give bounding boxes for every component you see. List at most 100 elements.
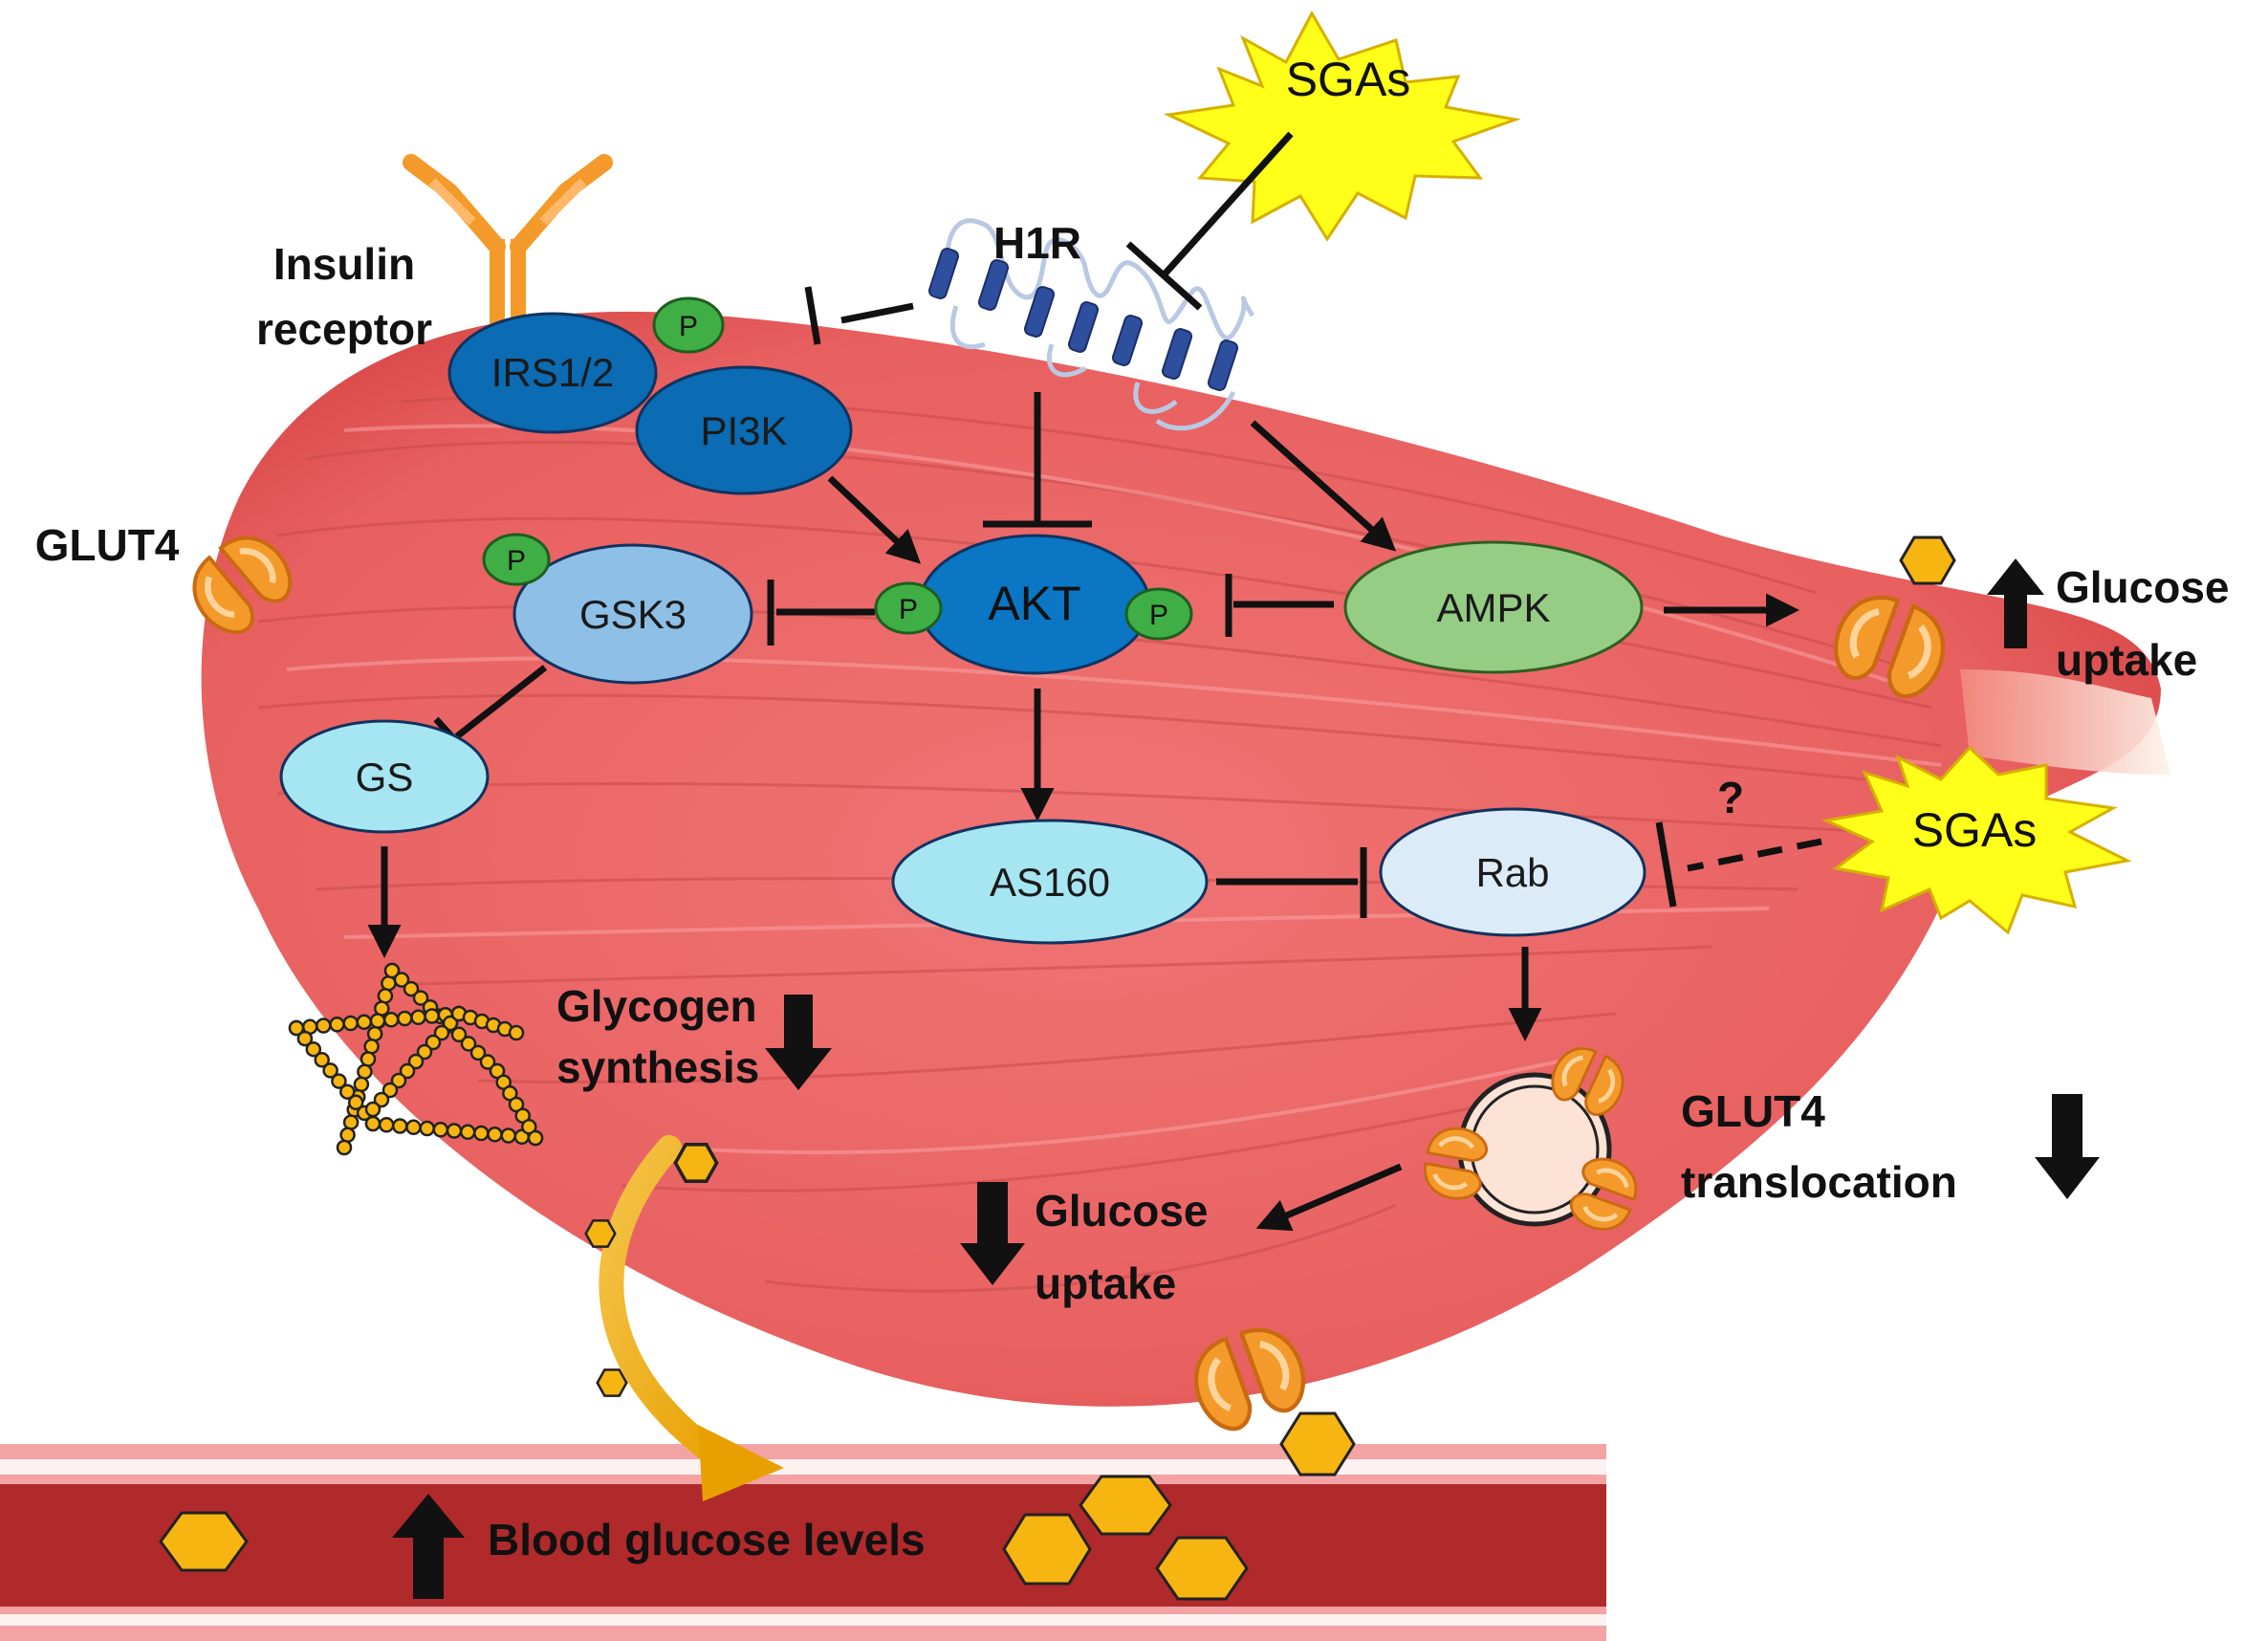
glycogen-bead: [305, 1040, 322, 1058]
glycogen-bead: [487, 1127, 503, 1143]
starburst-icon: [1821, 745, 2132, 935]
glycogen-bead: [527, 1129, 544, 1147]
insulin-receptor-icon: [403, 154, 613, 325]
glycogen-bead: [390, 1072, 407, 1089]
glycogen-bead: [425, 1034, 442, 1051]
glycogen-bead: [322, 1062, 338, 1079]
inhibit-sgas-rab-dashed: [1687, 838, 1822, 872]
glycogen-bead: [469, 1044, 487, 1061]
glucose-hexagon-icon: [1899, 536, 1956, 585]
phospho-akt-left: P: [874, 581, 943, 635]
inhibit-h1r-irs-bar: [804, 286, 821, 345]
insulin-receptor-label-line1: Insulin: [273, 239, 415, 289]
glucose-uptake-down-line2: uptake: [1035, 1258, 1176, 1308]
glycogen-bead: [363, 1039, 380, 1055]
glycogen-bead: [364, 1101, 382, 1118]
glycogen-bead: [410, 1009, 426, 1026]
glycogen-bead: [377, 988, 394, 1004]
node-rab: Rab: [1379, 807, 1646, 937]
glycogen-bead: [403, 980, 420, 997]
glycogen-bead: [288, 1019, 305, 1037]
node-ampk: AMPK: [1343, 540, 1644, 674]
glycogen-bead: [339, 1127, 356, 1144]
glycogen-bead: [316, 1017, 332, 1034]
glycogen-bead: [360, 1051, 377, 1067]
glycogen-bead: [353, 1076, 370, 1093]
glucose-uptake-down-arrow: [960, 1182, 1025, 1285]
svg-text:AKT: AKT: [988, 577, 1080, 630]
pathway-arrows: [367, 131, 1822, 1232]
svg-text:P: P: [899, 594, 918, 625]
insulin-receptor-label-line2: receptor: [256, 304, 432, 354]
glycogen-bead: [412, 990, 429, 1006]
glucose-hexagon-icon: [1155, 1536, 1249, 1601]
inhibit-sgas-h1r: [1159, 131, 1294, 280]
glycogen-bead: [381, 974, 397, 992]
glycogen-bead: [479, 1054, 496, 1070]
svg-text:IRS1/2: IRS1/2: [491, 350, 614, 395]
blood-vessel: [0, 1444, 1606, 1641]
blood-glucose-label: Blood glucose levels: [488, 1515, 926, 1564]
node-irs: IRS1/2: [447, 312, 658, 434]
glycogen-bead: [356, 1014, 373, 1031]
sgas-top-starburst: [1163, 10, 1521, 242]
glut4-left-label: GLUT4: [35, 520, 180, 570]
svg-text:P: P: [679, 311, 698, 342]
sgas-top-label: SGAs: [1286, 53, 1411, 106]
glucose-hexagon-icon: [673, 1143, 719, 1183]
glycogen-bead: [407, 1053, 425, 1070]
glycogen-bead: [500, 1127, 516, 1144]
blood-glucose-molecules: [159, 1475, 1249, 1601]
glycogen-bead: [450, 1026, 468, 1043]
sgas-right-starburst: [1821, 745, 2132, 935]
h1r-label: H1R: [993, 218, 1081, 268]
glucose-hexagon-icon: [1079, 1475, 1172, 1536]
node-akt: AKT: [918, 534, 1151, 675]
glycogen-bead: [397, 1010, 413, 1027]
glut4-translocation-line2: translocation: [1681, 1157, 1957, 1207]
inhibit-h1r-irs: [840, 302, 914, 324]
svg-text:Rab: Rab: [1475, 850, 1549, 895]
glucose-uptake-down-line1: Glucose: [1035, 1186, 1209, 1236]
glycogen-bead: [383, 962, 401, 979]
arrow-h1r-ampk: [1250, 420, 1397, 552]
sgas-right-label: SGAs: [1912, 803, 2038, 857]
svg-text:AS160: AS160: [990, 860, 1110, 905]
glycogen-bead: [382, 1012, 400, 1028]
glycogen-chain-icon: [288, 962, 544, 1156]
glut4-translocation-line1: GLUT4: [1681, 1086, 1825, 1136]
starburst-icon: [1163, 10, 1521, 242]
glycogen-bead: [392, 1118, 408, 1134]
glucose-hexagon-icon: [1002, 1513, 1092, 1586]
glycogen-bead: [416, 1043, 433, 1061]
glycogen-bead: [473, 1125, 490, 1142]
glycogen-bead: [399, 1062, 416, 1080]
unknown-mechanism-mark: ?: [1717, 773, 1744, 822]
node-gs: GS: [279, 719, 490, 834]
svg-text:GSK3: GSK3: [579, 592, 687, 637]
svg-text:P: P: [1149, 600, 1168, 631]
glycogen-bead: [432, 1122, 449, 1138]
glycogen-bead: [419, 1120, 435, 1137]
glycogen-bead: [378, 1117, 395, 1133]
glucose-uptake-up-arrow: [1987, 558, 2044, 648]
svg-text:PI3K: PI3K: [700, 408, 787, 453]
blood-glucose-up-arrow: [392, 1494, 465, 1599]
glycogen-bead: [369, 1013, 386, 1029]
glycogen-bead: [329, 1017, 345, 1033]
glycogen-bead: [364, 1115, 382, 1132]
glycogen-bead: [405, 1119, 422, 1136]
glycogen-bead: [373, 1091, 390, 1108]
node-pi3k: PI3K: [635, 365, 853, 495]
glycogen-bead: [342, 1114, 360, 1130]
glucose-uptake-up-line2: uptake: [2056, 635, 2197, 685]
arrow-pi3k-akt: [827, 475, 922, 564]
node-gsk3: GSK3: [512, 543, 753, 685]
glucose-release-arrow: [584, 1135, 784, 1501]
glycogen-bead: [424, 1008, 440, 1024]
glycogen-bead: [314, 1052, 330, 1068]
glycogen-down-arrow: [765, 995, 832, 1090]
glycogen-bead: [442, 1015, 459, 1032]
glycogen-bead: [508, 1024, 525, 1041]
